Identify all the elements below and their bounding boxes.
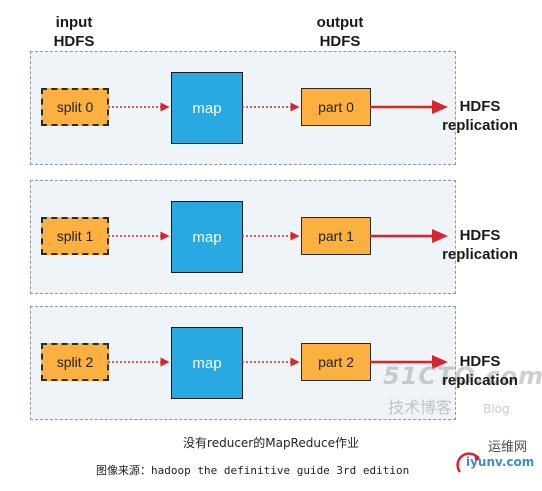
watermark-blog: Blog — [483, 402, 510, 416]
output-header-line-2: HDFS — [319, 33, 361, 50]
iyunv-logo-watermark: 运维网 iyunv.com — [466, 440, 534, 470]
watermark-blog-line: 技术博客 Blog — [388, 394, 510, 418]
map-task-panel-1: split 1 map part 1 — [30, 180, 456, 294]
map-box-1: map — [171, 201, 243, 273]
watermark-51cto: 51CTO.com — [383, 362, 542, 390]
dest-line-2: replication — [442, 246, 518, 263]
output-hdfs-header: output HDFS — [285, 13, 395, 51]
split-box-0: split 0 — [41, 88, 109, 126]
map-box-2: map — [171, 327, 243, 399]
watermark-yunwei: 运维网 — [488, 440, 528, 455]
map-box-0: map — [171, 72, 243, 144]
image-source-note: 图像来源：hadoop the definitive guide 3rd edi… — [96, 464, 410, 477]
hdfs-replication-label-0: HDFS replication — [432, 97, 528, 135]
map-task-panel-0: split 0 map part 0 — [30, 51, 456, 165]
dest-line-2: replication — [442, 117, 518, 134]
row-0-arrows — [108, 100, 448, 114]
split-box-2: split 2 — [41, 343, 109, 381]
hdfs-replication-label-1: HDFS replication — [432, 226, 528, 264]
row-2-arrows — [108, 355, 448, 369]
watermark-tech-blog: 技术博客 — [388, 398, 453, 417]
watermark-iyunv-url: iyunv.com — [466, 455, 535, 469]
part-box-0: part 0 — [301, 88, 371, 126]
part-to-hdfs-arrowhead-0 — [432, 100, 448, 114]
part-box-1: part 1 — [301, 217, 371, 255]
input-hdfs-header: input HDFS — [19, 13, 129, 51]
output-header-line-1: output — [316, 14, 364, 31]
part-box-2: part 2 — [301, 343, 371, 381]
figure-caption: 没有reducer的MapReduce作业 — [183, 436, 359, 450]
dest-line-1: HDFS — [459, 227, 501, 244]
dest-line-1: HDFS — [459, 98, 501, 115]
part-to-hdfs-arrowhead-1 — [432, 229, 448, 243]
dest-line-1: HDFS — [459, 353, 501, 370]
dest-line-2: replication — [442, 372, 518, 389]
split-box-1: split 1 — [41, 217, 109, 255]
row-1-arrows — [108, 229, 448, 243]
hdfs-replication-label-2: HDFS replication — [432, 352, 528, 390]
iyunv-logo-icon — [456, 452, 480, 473]
part-to-hdfs-arrowhead-2 — [432, 355, 448, 369]
input-header-line-2: HDFS — [53, 33, 95, 50]
input-header-line-1: input — [55, 14, 93, 31]
